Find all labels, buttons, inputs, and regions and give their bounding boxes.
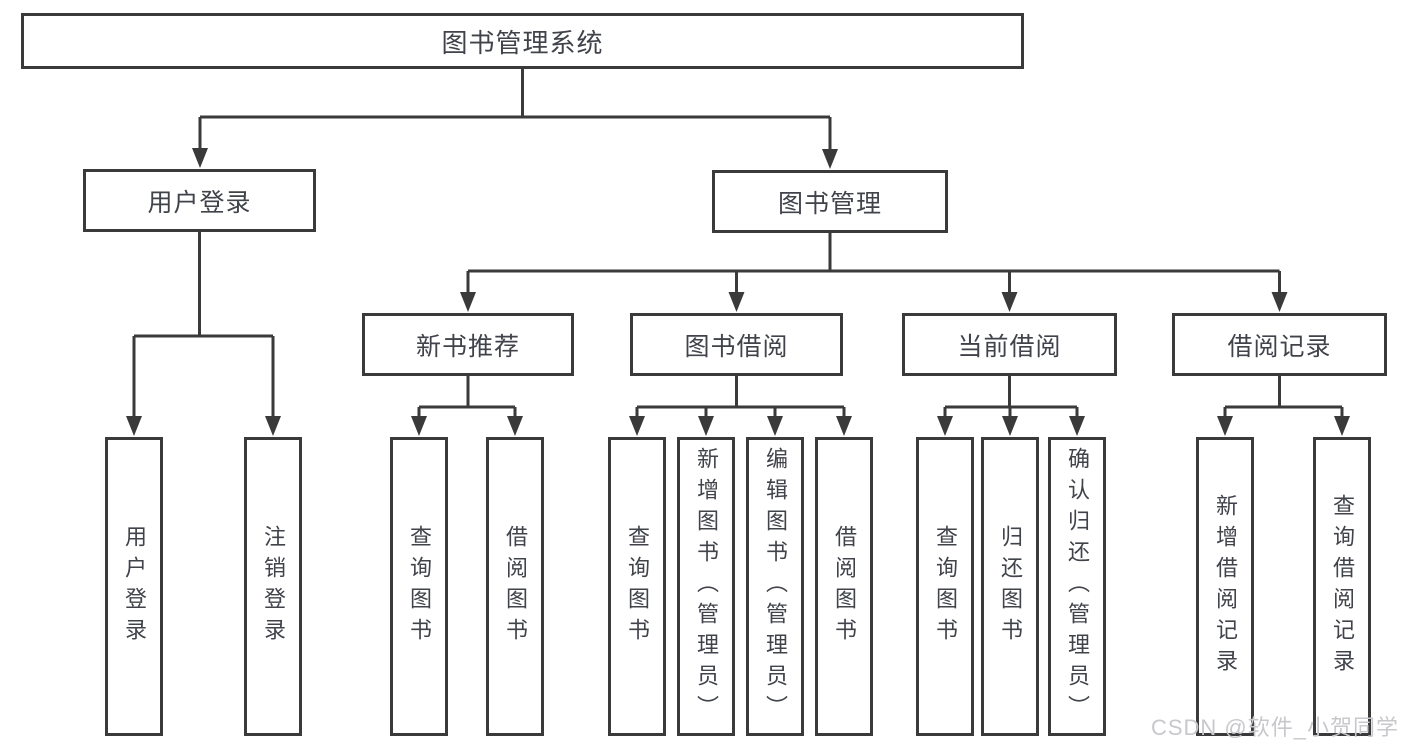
node-lend-books: 借阅图书 [815,437,873,736]
edge-records [1223,376,1344,417]
node-root: 图书管理系统 [21,13,1024,69]
node-logout: 注销登录 [244,437,302,736]
node-user-login-group: 用户登录 [83,169,316,232]
node-user-login: 用户登录 [105,437,163,736]
node-query-borrow-record-label: 查询借阅记录 [1330,493,1355,680]
node-borrow-records-label: 借阅记录 [1227,332,1332,361]
node-confirm-return-admin-label: 确认归还（管理员） [1065,447,1090,726]
node-add-books-admin-label: 新增图书（管理员） [694,447,719,726]
node-logout-label: 注销登录 [261,524,286,649]
node-rec-borrow-books-label: 借阅图书 [503,524,528,649]
node-new-book-recommend: 新书推荐 [362,313,574,376]
node-user-login-label: 用户登录 [122,524,147,649]
node-cur-query-books: 查询图书 [916,437,974,736]
node-add-books-admin: 新增图书（管理员） [677,437,735,736]
node-add-borrow-record: 新增借阅记录 [1196,437,1254,736]
edge-login [132,232,275,417]
node-current-borrow-label: 当前借阅 [957,332,1062,361]
node-rec-query-books-label: 查询图书 [407,524,432,649]
node-add-borrow-record-label: 新增借阅记录 [1213,493,1238,680]
node-book-borrow-label: 图书借阅 [684,332,789,361]
node-return-books-label: 归还图书 [998,524,1023,649]
node-query-borrow-record: 查询借阅记录 [1313,437,1371,736]
node-new-book-recommend-label: 新书推荐 [415,332,520,361]
node-root-label: 图书管理系统 [441,27,604,58]
node-user-login-group-label: 用户登录 [147,188,252,217]
arrowheads [126,148,1350,436]
node-edit-books-admin: 编辑图书（管理员） [746,437,804,736]
node-borrow-query-books-label: 查询图书 [625,524,650,649]
edge-borrow [635,376,846,417]
node-borrow-records: 借阅记录 [1172,313,1387,376]
node-cur-query-books-label: 查询图书 [933,524,958,649]
node-edit-books-admin-label: 编辑图书（管理员） [763,447,788,726]
node-book-borrow: 图书借阅 [630,313,843,376]
node-rec-query-books: 查询图书 [390,437,448,736]
edge-root [198,69,832,150]
node-rec-borrow-books: 借阅图书 [486,437,544,736]
node-return-books: 归还图书 [981,437,1039,736]
node-confirm-return-admin: 确认归还（管理员） [1048,437,1106,736]
edge-current [943,376,1079,417]
node-book-management-label: 图书管理 [777,189,882,218]
node-book-management: 图书管理 [712,170,948,233]
edge-mgmt [466,233,1281,293]
node-borrow-query-books: 查询图书 [608,437,666,736]
edge-rec [417,376,517,417]
node-lend-books-label: 借阅图书 [832,524,857,649]
node-current-borrow: 当前借阅 [902,313,1117,376]
